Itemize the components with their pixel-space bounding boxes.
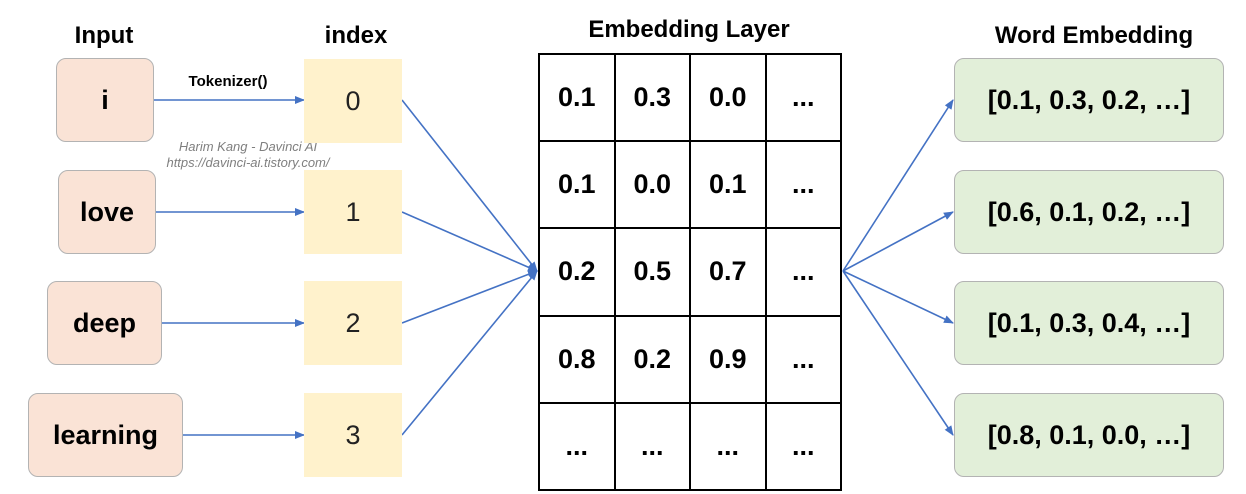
word-embedding-box: [0.1, 0.3, 0.4, …] xyxy=(954,281,1224,365)
arrow-output-3 xyxy=(842,270,954,436)
embedding-layer-matrix: 0.1 0.3 0.0 ... 0.1 0.0 0.1 ... 0.2 0.5 … xyxy=(538,52,842,492)
watermark: Harim Kang - Davinci AI https://davinci-… xyxy=(158,139,338,171)
matrix-cell: 0.1 xyxy=(689,140,767,230)
input-word-box: deep xyxy=(47,281,162,365)
matrix-cell: 0.1 xyxy=(538,140,616,230)
input-word-box: learning xyxy=(28,393,183,477)
index-box: 1 xyxy=(304,170,402,254)
watermark-url: https://davinci-ai.tistory.com/ xyxy=(166,155,330,170)
matrix-cell: ... xyxy=(538,401,616,492)
matrix-cell: 0.8 xyxy=(538,314,616,404)
matrix-row: 0.8 0.2 0.9 ... xyxy=(538,314,842,404)
matrix-cell: ... xyxy=(764,401,842,492)
arrow-output-1 xyxy=(842,211,954,272)
index-box: 3 xyxy=(304,393,402,477)
matrix-cell: ... xyxy=(689,401,767,492)
tokenizer-label: Tokenizer() xyxy=(188,73,268,90)
watermark-author: Harim Kang - Davinci AI xyxy=(178,139,318,154)
matrix-cell: 0.2 xyxy=(613,314,691,404)
matrix-cell: 0.7 xyxy=(689,227,767,317)
arrow-output-2 xyxy=(842,270,954,324)
word-embedding-heading: Word Embedding xyxy=(994,22,1194,49)
arrow-output-0 xyxy=(842,99,954,272)
matrix-cell: 0.0 xyxy=(613,140,691,230)
input-heading: Input xyxy=(74,22,134,49)
matrix-cell: 0.1 xyxy=(538,52,616,143)
index-box: 0 xyxy=(304,59,402,143)
arrow-index-2 xyxy=(401,270,538,324)
matrix-cell: 0.5 xyxy=(613,227,691,317)
arrow-index-1 xyxy=(401,211,538,272)
word-embedding-box: [0.6, 0.1, 0.2, …] xyxy=(954,170,1224,254)
arrow-index-0 xyxy=(401,99,538,272)
matrix-row: 0.2 0.5 0.7 ... xyxy=(538,227,842,317)
word-embedding-box: [0.1, 0.3, 0.2, …] xyxy=(954,58,1224,142)
arrow-index-3 xyxy=(401,270,538,436)
matrix-cell: ... xyxy=(613,401,691,492)
embedding-layer-heading: Embedding Layer xyxy=(588,16,790,43)
input-word-box: love xyxy=(58,170,156,254)
matrix-cell: ... xyxy=(764,227,842,317)
matrix-row: 0.1 0.0 0.1 ... xyxy=(538,140,842,230)
matrix-cell: 0.3 xyxy=(613,52,691,143)
index-heading: index xyxy=(324,22,388,49)
matrix-cell: ... xyxy=(764,140,842,230)
matrix-row: ... ... ... ... xyxy=(538,401,842,492)
matrix-cell: 0.0 xyxy=(689,52,767,143)
input-word-box: i xyxy=(56,58,154,142)
matrix-cell: ... xyxy=(764,314,842,404)
matrix-cell: 0.2 xyxy=(538,227,616,317)
matrix-cell: 0.9 xyxy=(689,314,767,404)
matrix-cell: ... xyxy=(764,52,842,143)
index-box: 2 xyxy=(304,281,402,365)
matrix-row: 0.1 0.3 0.0 ... xyxy=(538,52,842,143)
word-embedding-box: [0.8, 0.1, 0.0, …] xyxy=(954,393,1224,477)
